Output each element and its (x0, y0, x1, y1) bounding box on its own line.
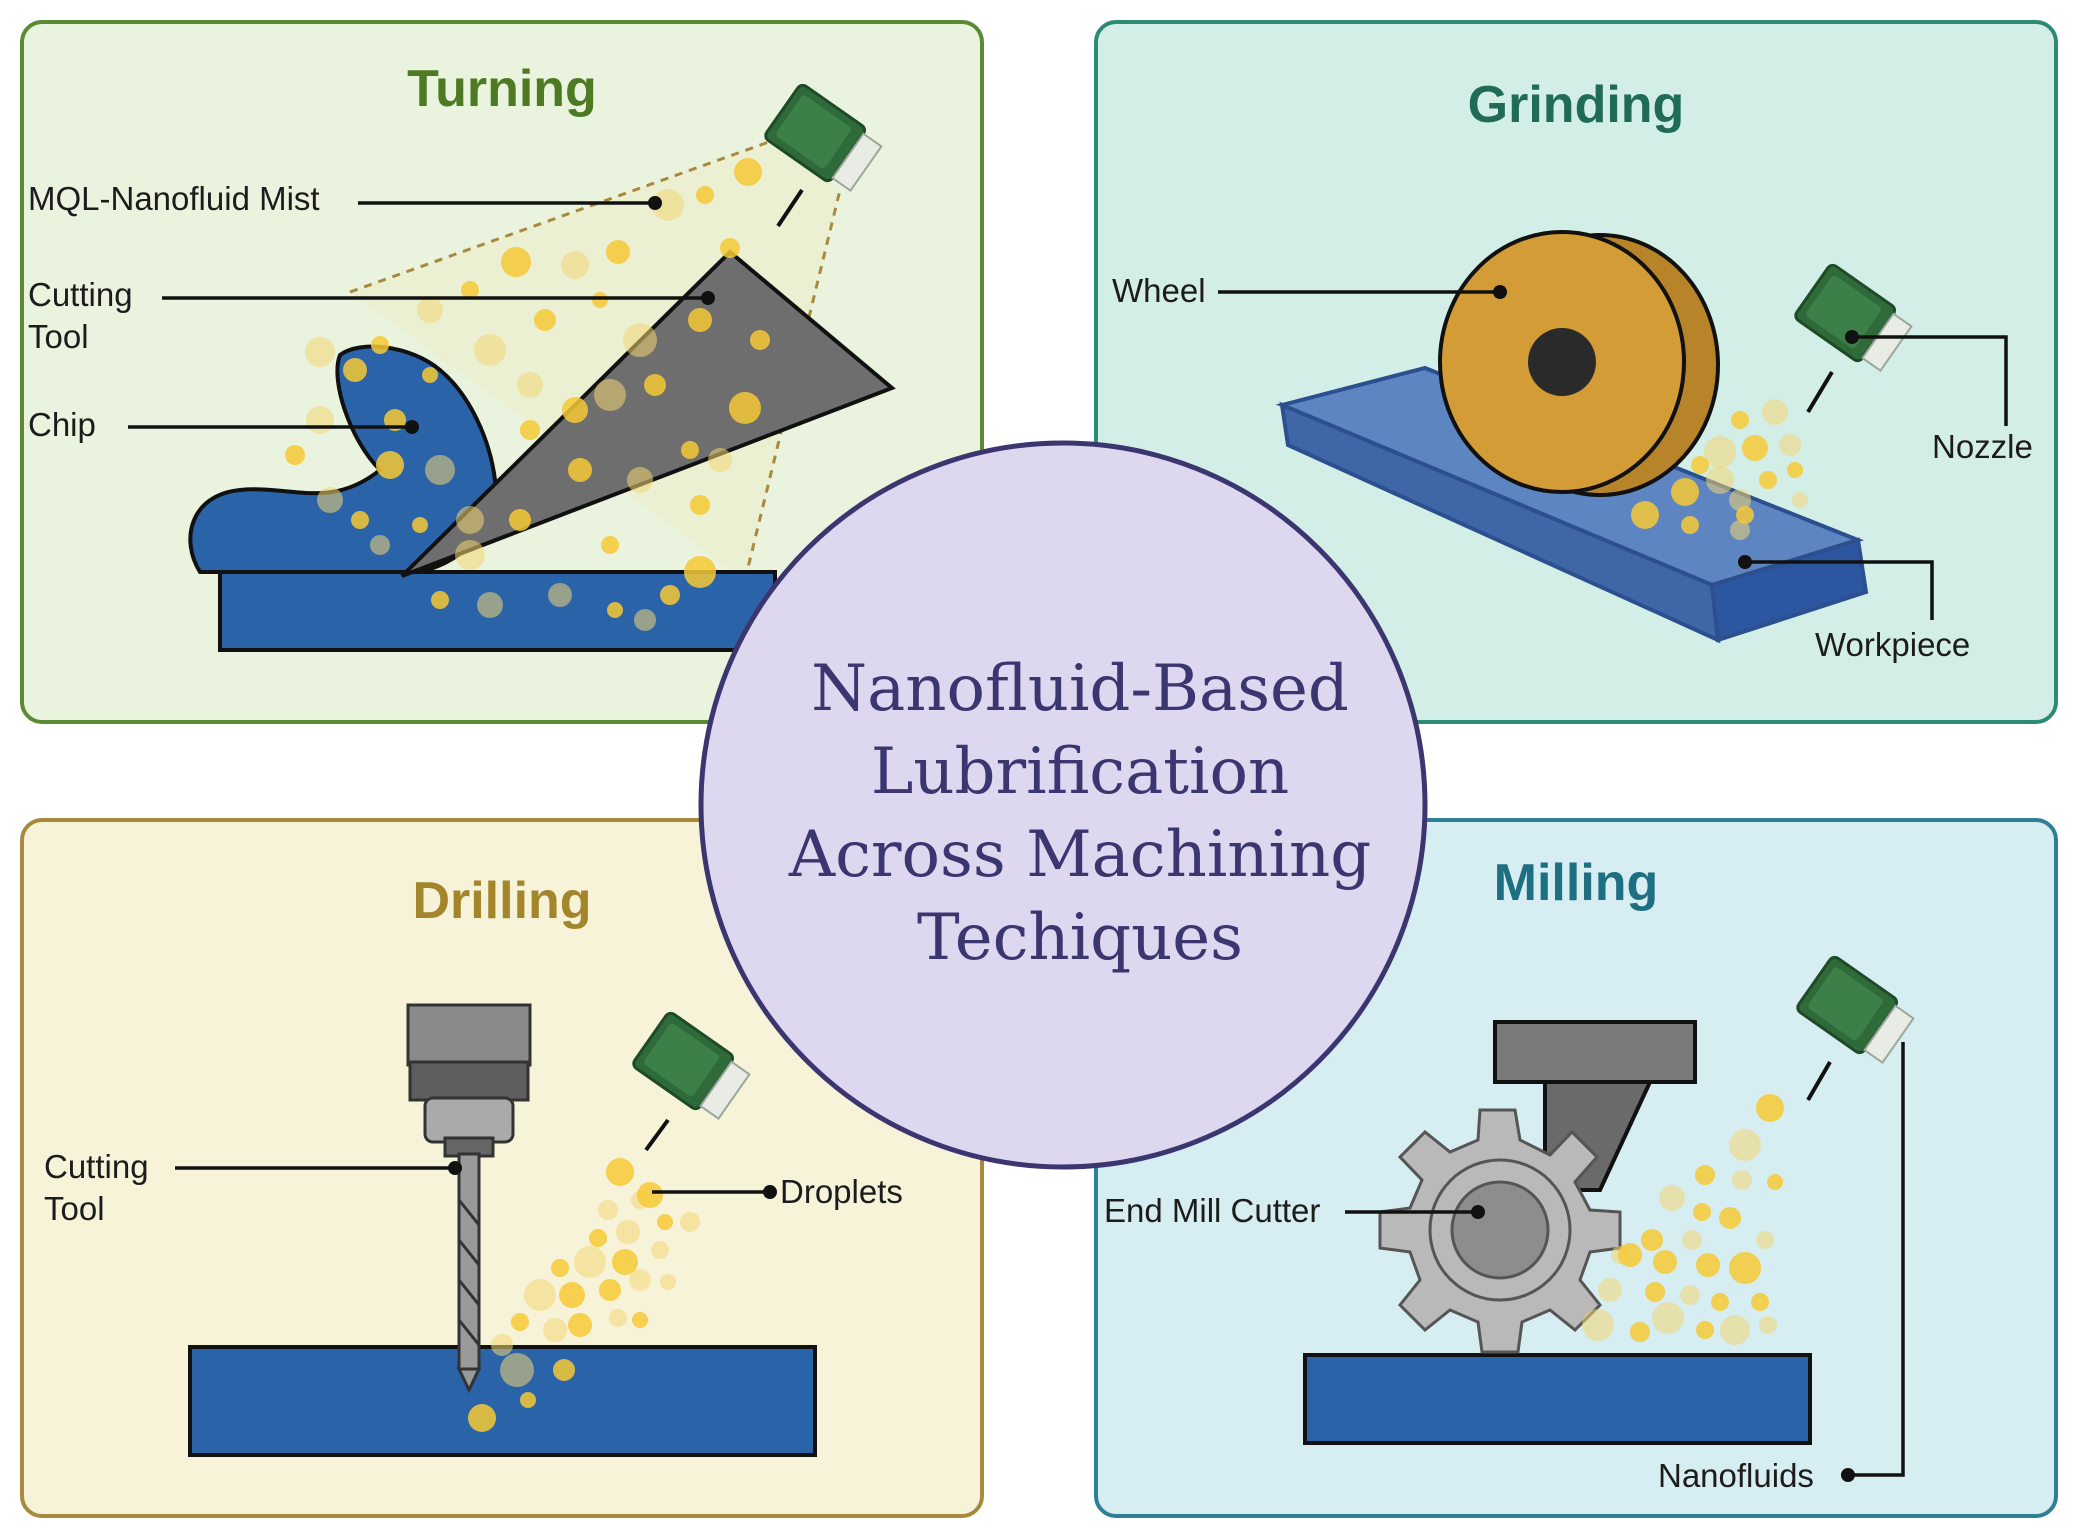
label-turning-tool-1: Cutting (28, 276, 133, 313)
grinding-panel: Grinding (1094, 20, 2058, 724)
label-drilling-tool-1: Cutting (44, 1148, 149, 1185)
label-nozzle: Nozzle (1932, 428, 2033, 465)
drill-chuck (406, 1003, 532, 1158)
drilling-droplets (468, 1158, 700, 1432)
center-title-line-3: Across Machining (788, 818, 1371, 892)
drill-bit (456, 1152, 482, 1394)
chip (188, 344, 498, 574)
label-turning-tool-2: Tool (28, 318, 89, 355)
center-title-line-2: Lubrification (871, 735, 1289, 809)
turning-droplets (285, 158, 770, 631)
grinding-droplets (1631, 399, 1808, 540)
grinding-title: Grinding (1468, 76, 1685, 134)
label-mql-mist: MQL-Nanofluid Mist (28, 180, 320, 217)
label-wheel: Wheel (1112, 272, 1206, 309)
milling-panel: Milling (1094, 818, 2058, 1518)
end-mill-cutter (1378, 1108, 1622, 1354)
label-workpiece: Workpiece (1815, 626, 1970, 663)
label-droplets: Droplets (780, 1173, 903, 1210)
mill-spindle (1493, 1020, 1697, 1192)
label-drilling-tool-2: Tool (44, 1190, 105, 1227)
drilling-title: Drilling (412, 872, 591, 930)
milling-workpiece (1303, 1353, 1812, 1445)
milling-title: Milling (1494, 854, 1659, 912)
label-chip: Chip (28, 406, 96, 443)
label-end-mill-cutter: End Mill Cutter (1104, 1192, 1320, 1229)
grinding-wheel (1438, 230, 1720, 497)
center-title-line-4: Techiques (917, 901, 1243, 975)
center-circle: Nanofluid-Based Lubrification Across Mac… (698, 440, 1428, 1170)
milling-droplets (1582, 1094, 1784, 1345)
center-title-line-1: Nanofluid-Based (811, 652, 1349, 726)
drilling-panel-frame (20, 818, 984, 1518)
drilling-panel: Drilling (20, 818, 984, 1518)
turning-panel: Turning (20, 20, 984, 724)
label-nanofluids: Nanofluids (1658, 1457, 1814, 1494)
turning-title: Turning (407, 60, 597, 118)
